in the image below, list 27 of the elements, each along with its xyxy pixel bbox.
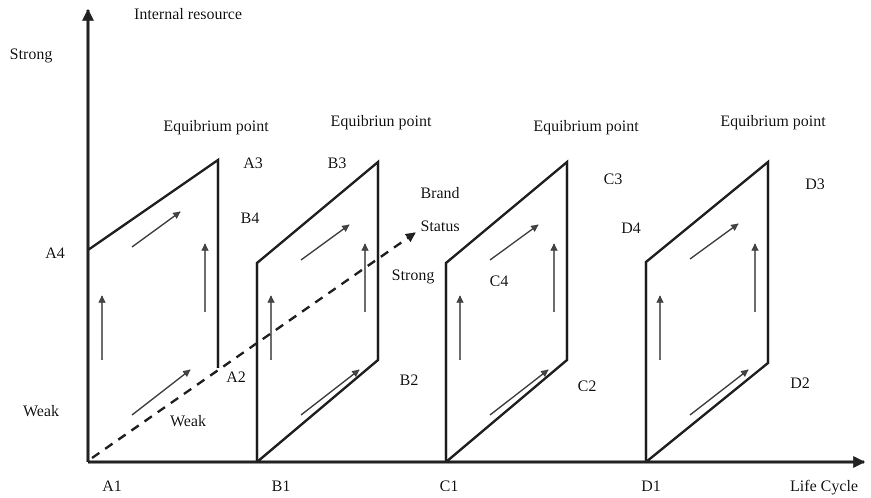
axis-label: C2 <box>578 378 596 396</box>
axis-label: B4 <box>240 210 260 228</box>
axis-label: B1 <box>272 478 290 496</box>
axis-label: Equibrium point <box>163 118 269 136</box>
axis-label: Strong <box>392 267 434 285</box>
axis-label: C1 <box>440 478 458 496</box>
axis-label: D1 <box>641 478 661 496</box>
axis-label: B2 <box>400 372 418 390</box>
axis-label: Weak <box>22 403 60 421</box>
axis-label: Strong <box>10 46 52 64</box>
axis-label: A1 <box>102 478 122 496</box>
axis-label: A2 <box>226 369 246 387</box>
axis-label: Equibrium point <box>720 113 826 131</box>
axis-label: Life Cycle <box>790 478 858 496</box>
axis-label: Brand Status <box>419 184 461 237</box>
axis-label: A3 <box>243 155 263 173</box>
axis-label: C3 <box>604 171 622 189</box>
axis-label: D2 <box>790 375 810 393</box>
axis-label: A4 <box>45 245 65 263</box>
axis-label: Equibriun point <box>330 113 432 131</box>
axis-label: C4 <box>490 273 508 291</box>
axis-label: D4 <box>621 220 641 238</box>
axis-label: D3 <box>805 176 825 194</box>
axis-label: B3 <box>328 155 346 173</box>
axis-label: Internal resource <box>134 6 242 24</box>
axis-label: Weak <box>170 413 206 431</box>
axis-label: Equibrium point <box>533 118 639 136</box>
